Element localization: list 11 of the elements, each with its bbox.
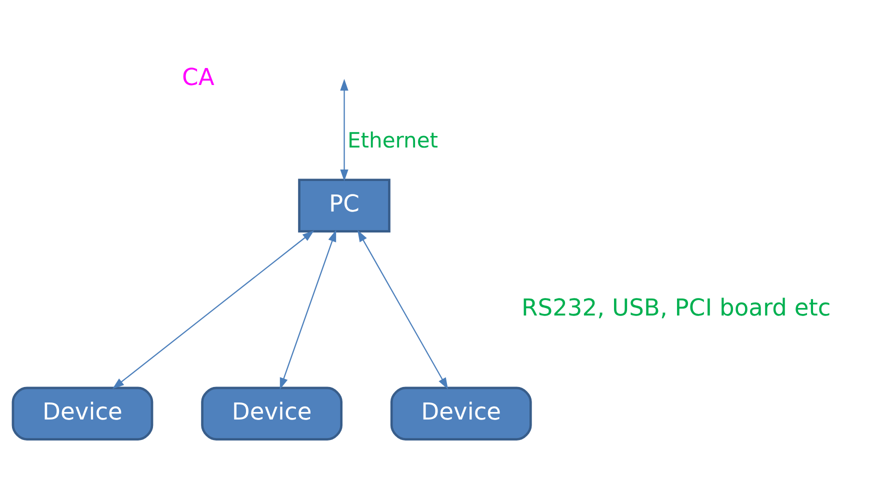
label: RS232, USB, PCI board etc bbox=[522, 293, 831, 322]
label: CA bbox=[182, 63, 214, 92]
node-box: Device bbox=[12, 386, 154, 440]
arrow bbox=[357, 230, 448, 390]
arrow bbox=[112, 230, 314, 389]
node-box: Device bbox=[390, 386, 532, 440]
edge-label: Ethernet bbox=[347, 128, 438, 153]
arrow bbox=[280, 230, 336, 390]
node-box: Device bbox=[201, 386, 342, 440]
node-box: PC bbox=[298, 178, 390, 232]
arrow bbox=[340, 78, 348, 182]
